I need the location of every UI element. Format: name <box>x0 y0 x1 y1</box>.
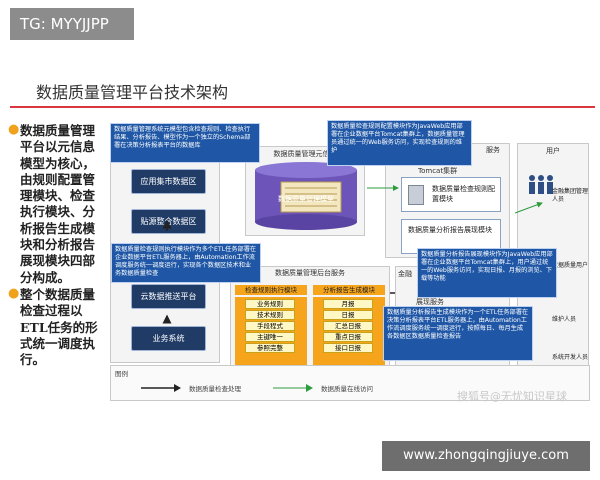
callout-report-display: 数据质量分析报告展现模块作为JavaWeb应用部署在企业数据平台Tomcat集群… <box>417 248 557 298</box>
exec-card-item: 手段程式 <box>245 321 295 331</box>
exec-card-title: 业务规则 <box>245 299 295 309</box>
exec-card-item: 参照完整 <box>245 343 295 353</box>
exec-card-item: 主键唯一 <box>245 332 295 342</box>
legend-item: 数据质量检查处理 <box>189 385 241 393</box>
report-card-item: 接口日报 <box>323 343 373 353</box>
legend: 图例 数据质量检查处理 数据质量在线访问 <box>110 365 590 401</box>
legend-green-arrow-icon <box>273 384 313 392</box>
bullet-dot-icon: ● <box>8 285 20 301</box>
bullet-text: 整个数据质量检查过程以ETL任务的形式统一调度执行。 <box>20 286 98 368</box>
user-group-icon <box>526 174 556 196</box>
legend-item: 数据质量在线访问 <box>321 385 373 393</box>
url-banner: www.zhongqingjiuye.com <box>382 441 590 471</box>
architecture-diagram: 应用集市数据区 贴源整合数据区 云数据推送平台 业务系统 数据质量管理元信息 数… <box>105 118 595 408</box>
callout-rule-exec: 数据质量检查规则执行模块作为多个ETL任务部署在企业数据平台ETL服务器上，由A… <box>111 243 261 283</box>
exec-module-tab: 检查规则执行模块 <box>235 285 307 295</box>
tomcat-cluster-label: Tomcat集群 <box>418 167 458 175</box>
user-label: 数据质量用户 <box>552 262 589 269</box>
meta-info-panel-title: 数据质量管理元信息 <box>273 150 337 158</box>
report-module-tab: 分析报告生成模块 <box>313 285 385 295</box>
report-card-item: 汇总日报 <box>323 321 373 331</box>
database-cylinder-icon <box>251 160 361 232</box>
connector-arrows <box>162 185 543 324</box>
callout-meta-model: 数据质量管理系统元模型包含检查规则、检查执行结果、分析报告、模型作为一个独立的S… <box>110 123 260 163</box>
rule-config-module-label: 数据质量检查规则配置模块 <box>432 185 495 203</box>
sohu-watermark: 搜狐号@无忧知识星球 <box>457 390 567 403</box>
callout-rule-config: 数据质量检查规则配置模块作为JavaWeb应用部署在企业数据平台Tomcat集群… <box>327 120 472 166</box>
legend-black-arrow-icon <box>141 384 181 392</box>
user-label: 维护人员 <box>552 316 577 323</box>
report-display-module-label: 数据质量分析报告展现模块 <box>408 226 492 234</box>
bullet-item: ● 数据质量管理平台以元信息模型为核心，由规则配置管理模块、检查执行模块、分析报… <box>8 122 100 286</box>
business-system: 业务系统 <box>131 326 206 351</box>
exec-module-body: 业务规则 技术规则 手段程式 主键唯一 参照完整 <box>235 297 307 372</box>
rule-config-module: 数据质量检查规则配置模块 <box>401 177 501 212</box>
bullet-dot-icon: ● <box>8 122 20 137</box>
report-card-title: 月报 <box>323 299 373 309</box>
report-card-item: 重点日报 <box>323 332 373 342</box>
cloud-data-push-platform: 云数据推送平台 <box>131 284 206 309</box>
meta-model-label: 数据质量管理模型 <box>278 195 334 203</box>
users-panel-title: 用户 <box>546 147 560 155</box>
app-mart-data-area: 应用集市数据区 <box>131 169 206 194</box>
meta-info-panel: 数据质量管理元信息 数据质量管理模型 <box>245 146 365 236</box>
partial-label-service: 服务 <box>486 146 500 154</box>
backend-service-panel: 数据质量管理后台服务 检查规则执行模块 分析报告生成模块 业务规则 技术规则 手… <box>230 266 390 376</box>
watermark-tag: TG: MYYJJPP <box>10 8 134 40</box>
user-label: 系统开发人员 <box>552 354 589 361</box>
backend-panel-title: 数据质量管理后台服务 <box>275 269 345 277</box>
bullet-list: ● 数据质量管理平台以元信息模型为核心，由规则配置管理模块、检查执行模块、分析报… <box>8 122 100 369</box>
partial-label-report: 展现服务 <box>416 298 444 306</box>
user-label: 金融集团管理人员 <box>552 188 589 203</box>
bullet-text: 数据质量管理平台以元信息模型为核心，由规则配置管理模块、检查执行模块、分析报告生… <box>20 123 96 285</box>
callout-report-gen: 数据质量分析报告生成模块作为一个ETL任务部署在决策分析报表平台ETL服务器上，… <box>383 306 533 361</box>
title-divider <box>10 106 595 108</box>
exec-card-item: 技术规则 <box>245 310 295 320</box>
report-card-item: 日报 <box>323 310 373 320</box>
report-module-body: 月报 日报 汇总日报 重点日报 接口日报 <box>313 297 385 372</box>
server-icon <box>408 185 424 205</box>
bullet-item: ● 整个数据质量检查过程以ETL任务的形式统一调度执行。 <box>8 285 100 368</box>
legend-title: 图例 <box>115 370 128 378</box>
slide-title: 数据质量管理平台技术架构 <box>36 83 229 102</box>
partial-label-finance: 金融 <box>398 270 412 278</box>
